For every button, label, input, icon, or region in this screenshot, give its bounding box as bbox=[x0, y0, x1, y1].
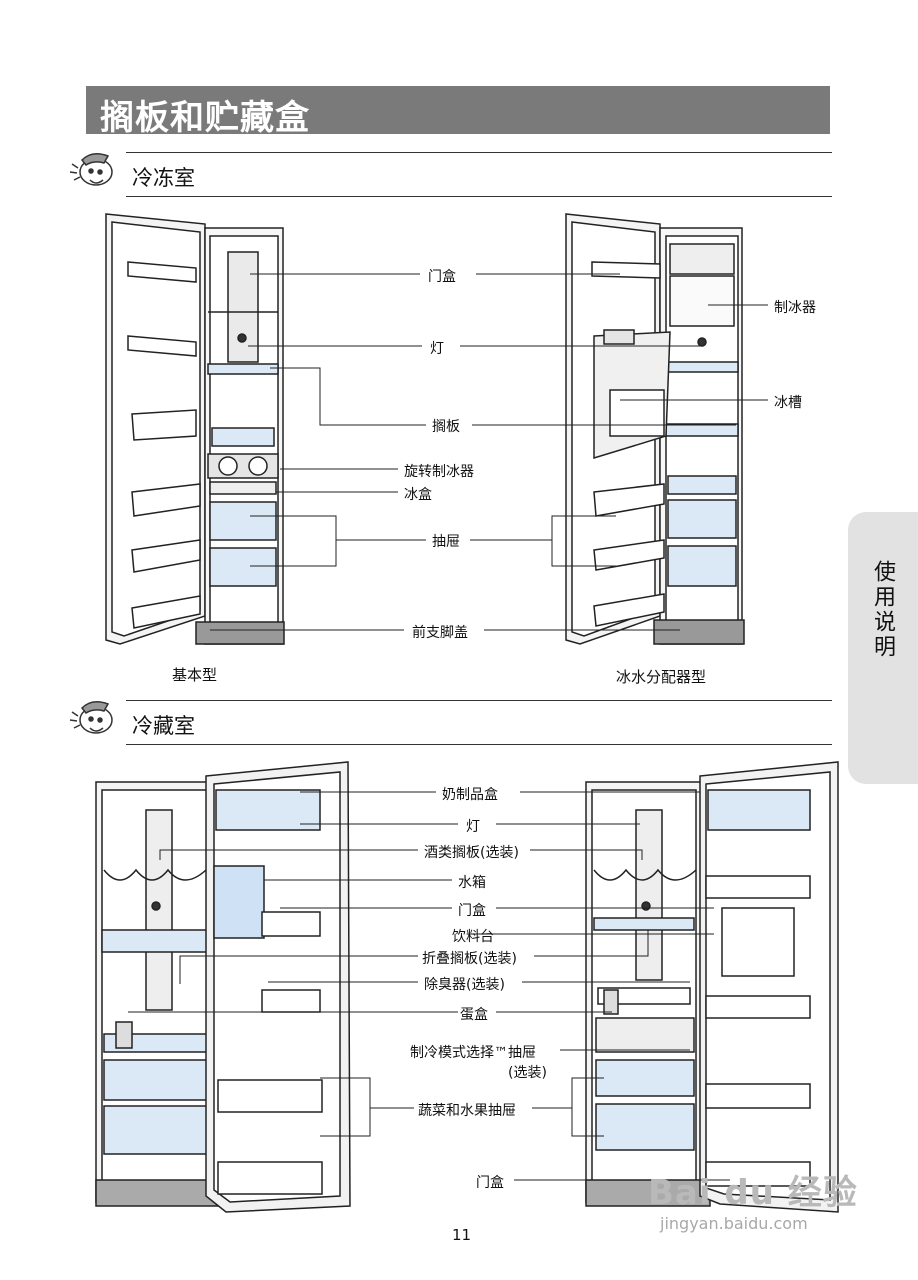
label-beverage-station: 饮料台 bbox=[452, 929, 494, 945]
caption-basic: 基本型 bbox=[172, 666, 218, 684]
label-door-bin: 门盒 bbox=[428, 269, 456, 285]
label-deodorizer: 除臭器(选装) bbox=[424, 977, 505, 993]
fridge-left-illustration bbox=[95, 761, 351, 1213]
page-number: 11 bbox=[452, 1226, 472, 1244]
freezer-leader-lines bbox=[210, 273, 768, 631]
title-bar bbox=[86, 86, 830, 134]
mascot-icon bbox=[69, 153, 113, 186]
label-shelf: 搁板 bbox=[432, 419, 460, 435]
freezer-heading: 冷冻室 bbox=[132, 166, 195, 190]
section-divider-top bbox=[126, 700, 832, 701]
mascot-icon bbox=[69, 701, 113, 734]
label-water-tank: 水箱 bbox=[458, 875, 486, 891]
side-tab[interactable] bbox=[848, 512, 918, 784]
label-folding-shelf: 折叠搁板(选装) bbox=[422, 951, 517, 967]
label-light: 灯 bbox=[466, 819, 480, 835]
label-dairy: 奶制品盒 bbox=[442, 787, 498, 803]
watermark-logo: Bai du 经验 bbox=[648, 1173, 858, 1213]
label-toe-grille: 前支脚盖 bbox=[412, 625, 468, 641]
fridge-leader-lines bbox=[128, 791, 730, 1181]
watermark-url: jingyan.baidu.com bbox=[660, 1214, 808, 1233]
label-drawer: 抽屉 bbox=[432, 534, 460, 550]
label-light: 灯 bbox=[430, 341, 444, 357]
section-divider-bottom bbox=[126, 196, 832, 197]
side-tab-label: 使用说明 bbox=[870, 560, 895, 660]
label-cool-select: 制冷模式选择™抽屉 bbox=[410, 1045, 536, 1061]
freezer-dispenser-illustration bbox=[565, 213, 745, 645]
page-title: 搁板和贮藏盒 bbox=[100, 98, 310, 138]
label-wine-shelf: 酒类搁板(选装) bbox=[424, 845, 519, 861]
label-ice-box: 冰盒 bbox=[404, 487, 432, 503]
fridge-right-illustration bbox=[585, 761, 839, 1213]
label-crisper: 蔬菜和水果抽屉 bbox=[418, 1103, 516, 1119]
label-cool-select-optional: (选装) bbox=[508, 1065, 547, 1081]
label-ice-bucket: 冰槽 bbox=[774, 395, 802, 411]
label-door-bin-bottom: 门盒 bbox=[476, 1175, 504, 1191]
fridge-heading: 冷藏室 bbox=[132, 714, 195, 738]
label-twist-ice-maker: 旋转制冰器 bbox=[404, 464, 474, 480]
section-divider-bottom bbox=[126, 744, 832, 745]
label-door-bin: 门盒 bbox=[458, 903, 486, 919]
label-egg-box: 蛋盒 bbox=[460, 1007, 488, 1023]
caption-dispenser: 冰水分配器型 bbox=[616, 668, 707, 686]
section-divider-top bbox=[126, 152, 832, 153]
label-ice-maker: 制冰器 bbox=[774, 300, 816, 316]
freezer-basic-illustration bbox=[105, 213, 285, 645]
